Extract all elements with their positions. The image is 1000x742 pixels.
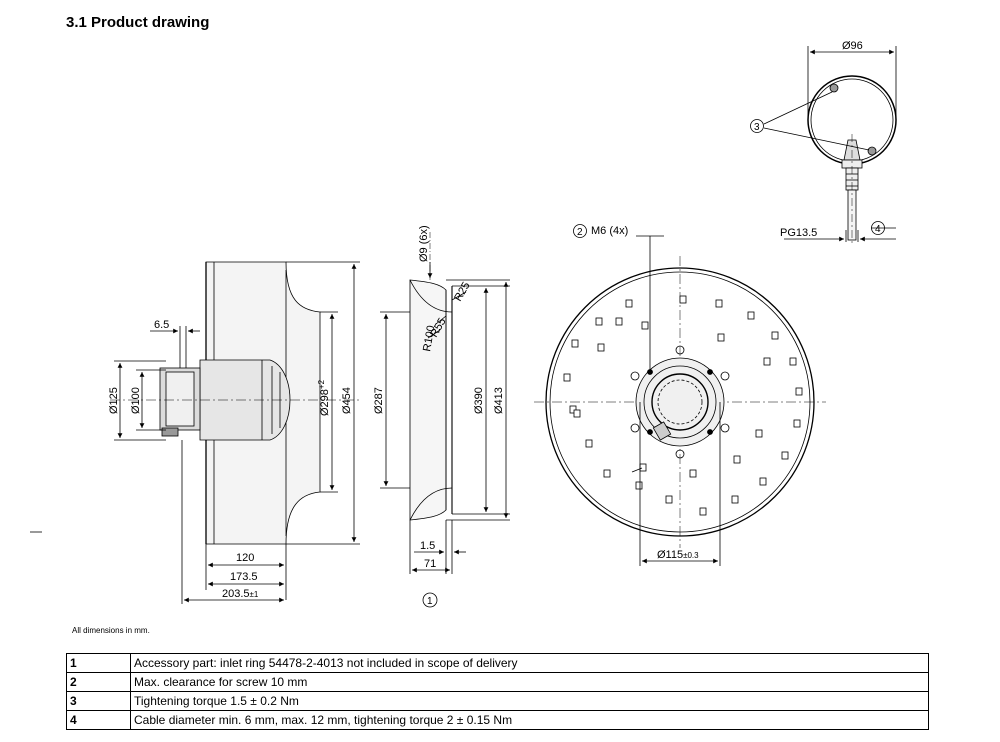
legend-number: 3 xyxy=(66,691,131,711)
dim-d287: Ø287 xyxy=(373,387,385,414)
legend-text: Cable diameter min. 6 mm, max. 12 mm, ti… xyxy=(130,710,929,730)
dim-pg135: PG13.5 xyxy=(780,227,817,239)
section-heading: 3.1 Product drawing xyxy=(66,14,210,31)
legend-number: 1 xyxy=(66,653,131,673)
callout-3: 3 xyxy=(754,122,760,133)
inlet-ring-section xyxy=(380,232,510,574)
dim-d454: Ø454 xyxy=(341,387,353,414)
units-note: All dimensions in mm. xyxy=(72,626,150,635)
callout-1: 1 xyxy=(427,596,433,607)
dim-d115: Ø115±0.3 xyxy=(657,549,699,561)
dim-d125: Ø125 xyxy=(108,387,120,414)
dim-203-5: 203.5±1 xyxy=(222,588,259,600)
callout-4: 4 xyxy=(875,224,881,235)
legend-number: 2 xyxy=(66,672,131,692)
legend-text: Tightening torque 1.5 ± 0.2 Nm xyxy=(130,691,929,711)
legend-number: 4 xyxy=(66,710,131,730)
side-view xyxy=(110,261,360,604)
cable-gland-detail xyxy=(763,46,897,245)
dim-d100: Ø100 xyxy=(130,387,142,414)
dim-1-5: 1.5 xyxy=(420,540,435,552)
dim-d390: Ø390 xyxy=(473,387,485,414)
dim-d9: Ø9 (6x) xyxy=(418,225,430,262)
dim-6-5: 6.5 xyxy=(154,319,169,331)
front-view xyxy=(534,235,826,566)
dim-71: 71 xyxy=(424,558,436,570)
legend-row: 4 Cable diameter min. 6 mm, max. 12 mm, … xyxy=(66,710,929,730)
dim-r100: R100 xyxy=(421,325,437,353)
dim-m6: M6 (4x) xyxy=(591,225,628,237)
dim-r25: R25 xyxy=(452,280,472,303)
legend-table: 1 Accessory part: inlet ring 54478-2-401… xyxy=(66,653,929,730)
legend-row: 3 Tightening torque 1.5 ± 0.2 Nm xyxy=(66,691,929,711)
legend-text: Max. clearance for screw 10 mm xyxy=(130,672,929,692)
product-drawing: Ø96 PG13.5 M6 (4x) 6.5 120 173.5 203.5±1… xyxy=(30,40,897,608)
dim-d413: Ø413 xyxy=(493,387,505,414)
dim-173-5: 173.5 xyxy=(230,571,258,583)
dim-120: 120 xyxy=(236,552,254,564)
legend-row: 2 Max. clearance for screw 10 mm xyxy=(66,672,929,692)
legend-row: 1 Accessory part: inlet ring 54478-2-401… xyxy=(66,653,929,673)
legend-text: Accessory part: inlet ring 54478-2-4013 … xyxy=(130,653,929,673)
callout-2: 2 xyxy=(577,227,583,238)
dim-d298: Ø298+2 xyxy=(317,379,331,416)
dim-d96: Ø96 xyxy=(842,40,863,52)
